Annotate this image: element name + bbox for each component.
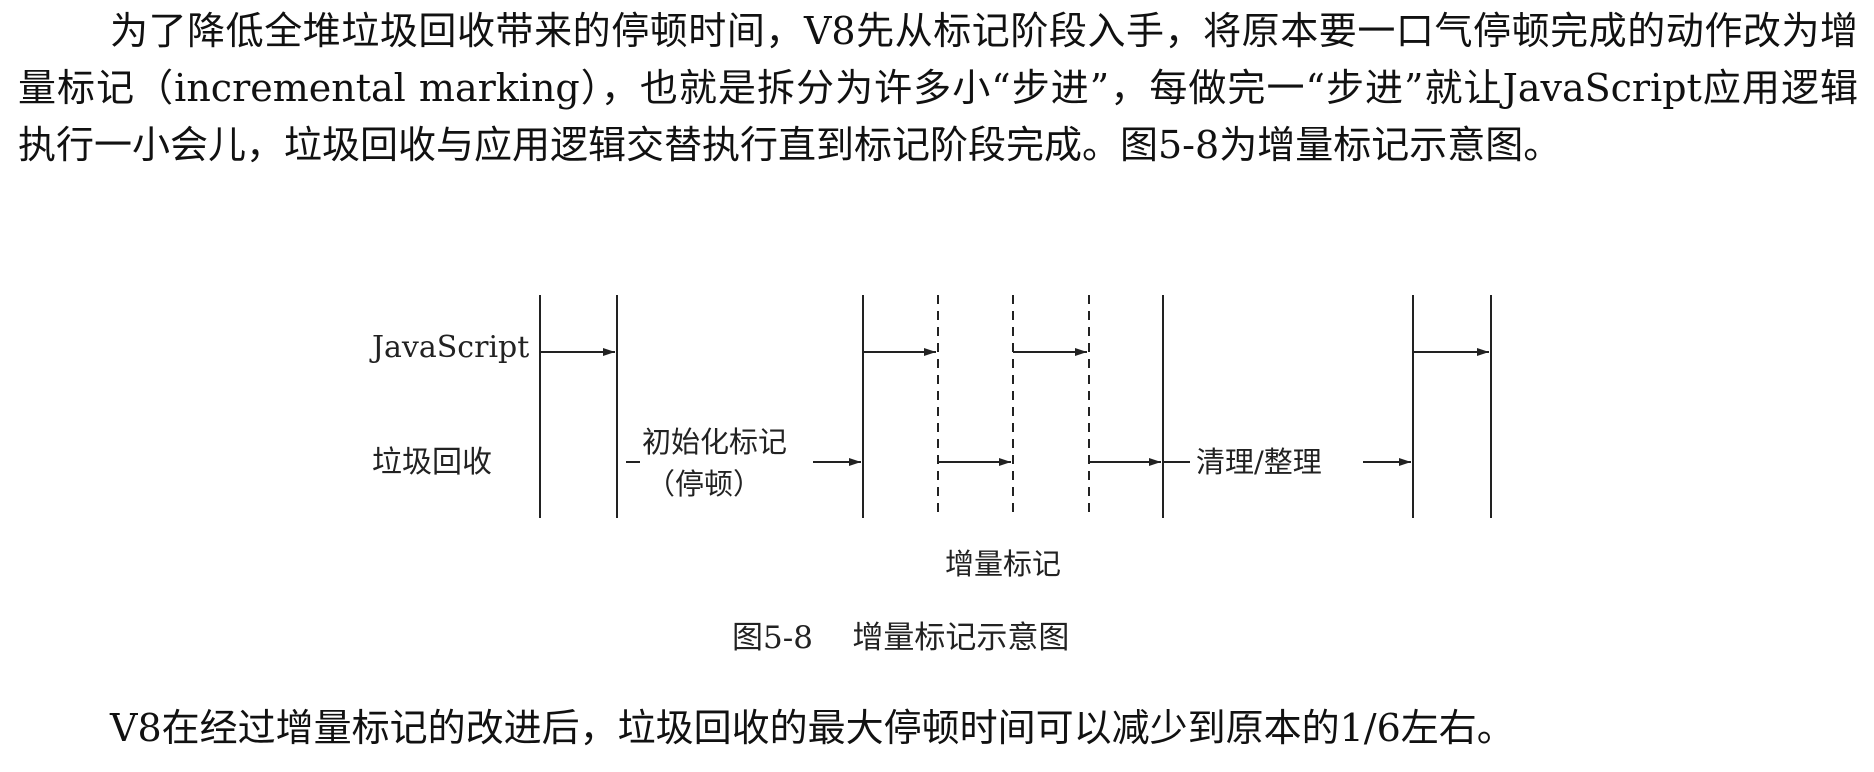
conclusion-paragraph: V8在经过增量标记的改进后，垃圾回收的最大停顿时间可以减少到原本的1/6左右。 (110, 706, 1515, 750)
row-label-javascript: JavaScript (369, 330, 529, 365)
cleanup-label: 清理/整理 (1196, 445, 1322, 479)
initial-marking-label: 初始化标记 (642, 425, 787, 459)
pause-label: （停顿） (646, 467, 762, 501)
row-label-gc: 垃圾回收 (372, 445, 492, 480)
figure-caption: 图5-8 增量标记示意图 (732, 620, 1069, 656)
incremental-marking-diagram: JavaScript 垃圾回收 初始化标记 （停顿） 清理/整理 增量标记 图5… (369, 295, 1492, 656)
incremental-marking-label: 增量标记 (945, 547, 1061, 581)
intro-paragraph: 为了降低全堆垃圾回收带来的停顿时间，V8先从标记阶段入手，将原本要一口气停顿完成… (18, 9, 1858, 167)
